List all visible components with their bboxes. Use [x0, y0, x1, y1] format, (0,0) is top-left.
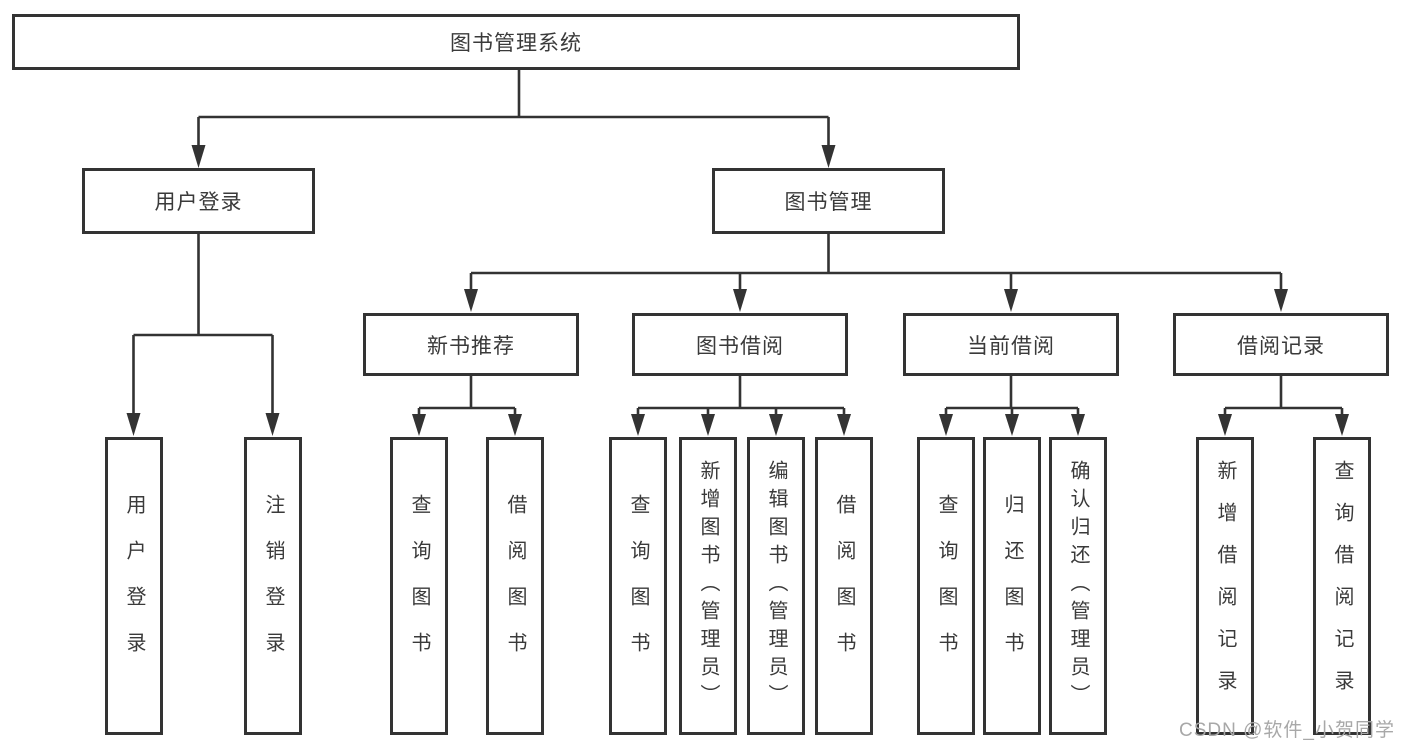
leaf-borrowing-query-books: 查询图书: [609, 437, 667, 735]
leaf-label: 归还图书: [1001, 494, 1023, 678]
leaf-label: 确认归还（管理员）: [1067, 460, 1089, 712]
leaf-current-return-books: 归还图书: [983, 437, 1041, 735]
leaf-label: 查询图书: [935, 494, 957, 678]
node-label: 当前借阅: [967, 334, 1055, 358]
node-new-book-recommend: 新书推荐: [363, 313, 579, 376]
leaf-current-confirm-return-admin: 确认归还（管理员）: [1049, 437, 1107, 735]
leaf-logout: 注销登录: [244, 437, 302, 735]
leaf-label: 查询借阅记录: [1331, 460, 1353, 712]
leaf-label: 用户登录: [123, 494, 145, 678]
leaf-label: 新增图书（管理员）: [697, 460, 719, 712]
leaf-label: 编辑图书（管理员）: [765, 460, 787, 712]
node-label: 图书借阅: [696, 334, 784, 358]
leaf-label: 查询图书: [408, 494, 430, 678]
leaf-records-add-record: 新增借阅记录: [1196, 437, 1254, 735]
leaf-label: 新增借阅记录: [1214, 460, 1236, 712]
leaf-records-query-record: 查询借阅记录: [1313, 437, 1371, 735]
node-user-login: 用户登录: [82, 168, 315, 234]
leaf-label: 注销登录: [262, 494, 284, 678]
leaf-recommend-borrow-books: 借阅图书: [486, 437, 544, 735]
node-borrowing-records: 借阅记录: [1173, 313, 1389, 376]
leaf-current-query-books: 查询图书: [917, 437, 975, 735]
node-label: 图书管理: [784, 191, 873, 214]
node-label: 图书管理系统: [450, 32, 582, 55]
leaf-recommend-query-books: 查询图书: [390, 437, 448, 735]
node-label: 新书推荐: [427, 334, 515, 358]
leaf-label: 借阅图书: [504, 494, 526, 678]
leaf-label: 借阅图书: [833, 494, 855, 678]
node-current-borrowing: 当前借阅: [903, 313, 1119, 376]
node-book-management: 图书管理: [712, 168, 945, 234]
leaf-borrowing-borrow-books: 借阅图书: [815, 437, 873, 735]
node-label: 用户登录: [154, 191, 243, 214]
node-label: 借阅记录: [1237, 334, 1325, 358]
leaf-label: 查询图书: [627, 494, 649, 678]
leaf-user-login: 用户登录: [105, 437, 163, 735]
node-library-system: 图书管理系统: [12, 14, 1020, 70]
node-book-borrowing: 图书借阅: [632, 313, 848, 376]
csdn-watermark: CSDN @软件_小贺同学: [1179, 720, 1395, 741]
leaf-borrowing-edit-books-admin: 编辑图书（管理员）: [747, 437, 805, 735]
leaf-borrowing-add-books-admin: 新增图书（管理员）: [679, 437, 737, 735]
